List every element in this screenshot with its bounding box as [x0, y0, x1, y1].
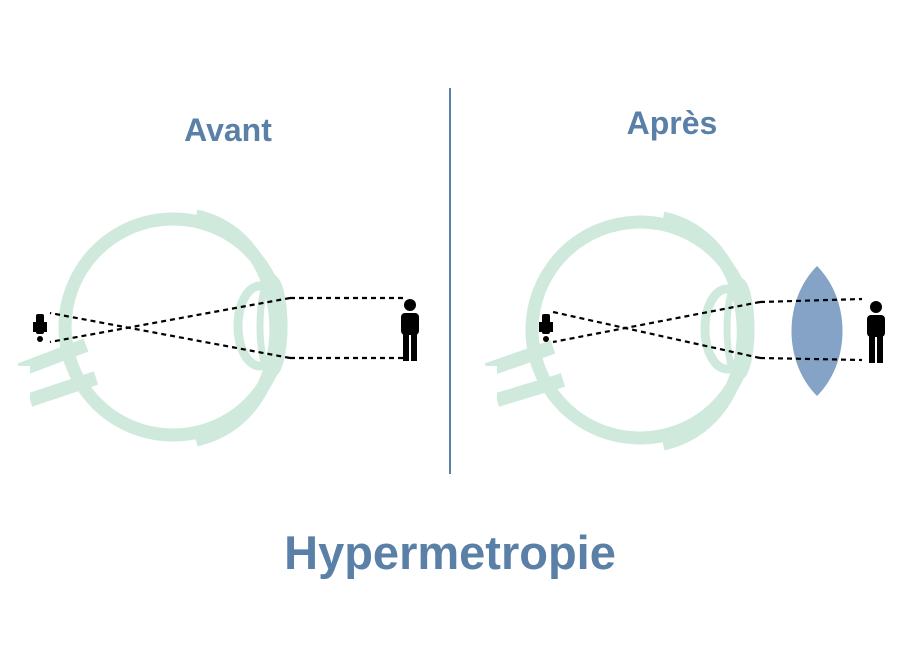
iris-after — [723, 277, 755, 381]
eye-diagram-before — [16, 209, 288, 447]
iris-before — [256, 274, 288, 378]
inverted-image-icon — [539, 314, 553, 342]
convex-lens-icon — [791, 266, 843, 396]
rays-before — [49, 296, 405, 360]
panel-divider — [449, 88, 451, 474]
cornea-after — [661, 211, 750, 451]
panel-title-after: Après — [626, 105, 718, 141]
panel-title-before: Avant — [184, 112, 272, 148]
person-icon — [867, 301, 885, 363]
main-title: Hypermetropie — [284, 526, 616, 579]
optic-nerve-after — [484, 340, 566, 407]
eye-diagram-after — [483, 211, 755, 451]
optic-nerve-end-after — [483, 366, 497, 402]
optic-nerve-before — [17, 338, 99, 407]
cornea-before — [194, 209, 283, 447]
rays-after — [552, 297, 863, 362]
inverted-image-icon — [33, 314, 47, 342]
optic-nerve-end-before — [16, 366, 30, 402]
person-icon — [401, 299, 419, 361]
